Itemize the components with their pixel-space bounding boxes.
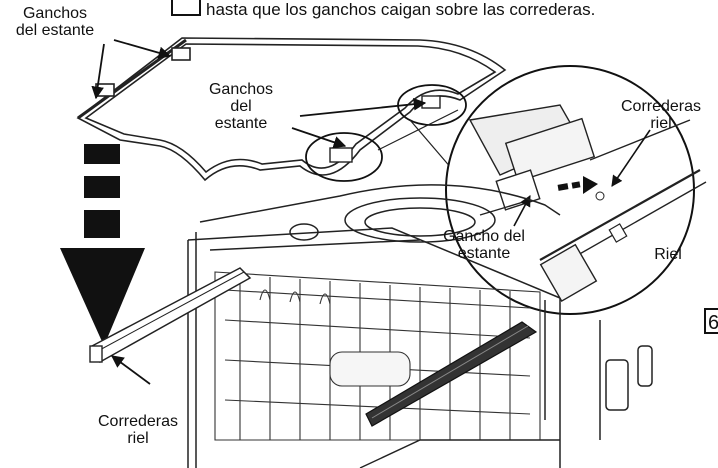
down-arrow-icon	[60, 144, 145, 346]
label-shelf-hooks-top: Ganchos del estante	[15, 5, 95, 39]
lower-rack	[214, 271, 541, 441]
detail-callout	[445, 65, 707, 315]
left-slide-rail	[89, 267, 252, 364]
step-number-box	[171, 0, 201, 16]
instruction-text: hasta que los ganchos caigan sobre las c…	[206, 0, 596, 19]
page-number-fragment: 6	[704, 308, 718, 334]
leader-arrows	[91, 39, 427, 385]
right-slide-rail	[365, 321, 538, 427]
label-slides-rail-bottom: Correderas riel	[97, 413, 179, 447]
label-slides-rail-top: Correderas riel	[620, 98, 702, 132]
label-shelf-hooks-middle: Ganchos del estante	[208, 81, 274, 132]
wire-shelf	[76, 37, 507, 182]
hook-circle-left	[305, 132, 383, 182]
bottom-rack-edge	[359, 439, 560, 468]
label-rail: Riel	[654, 246, 682, 263]
label-shelf-hook-detail: Gancho del estante	[443, 228, 525, 262]
